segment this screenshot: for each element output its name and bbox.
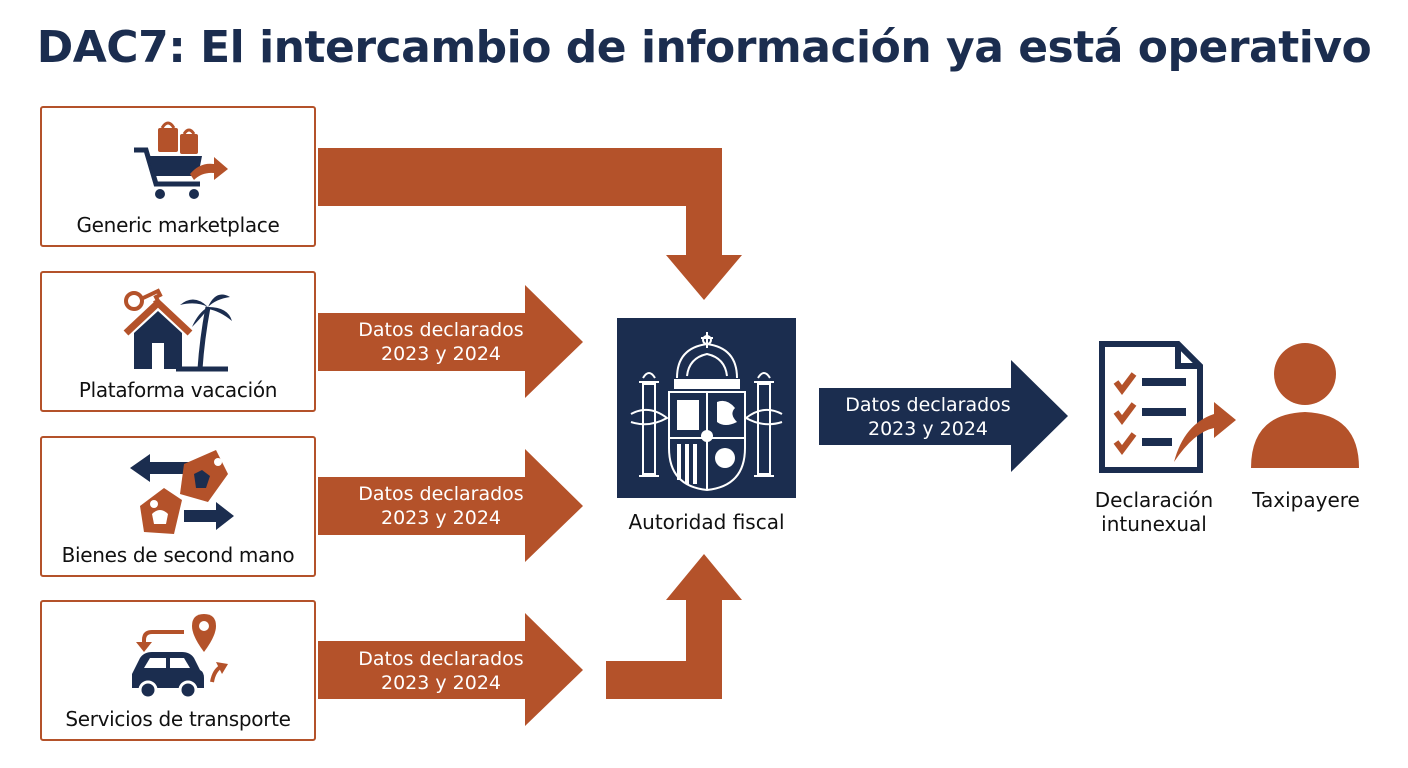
second-hand-tags-icon (130, 444, 240, 548)
declaration-label: Declaración intunexual (1094, 488, 1214, 536)
flow-arrow-authority (819, 360, 1068, 472)
authority-emblem (617, 318, 796, 498)
flow-arrow-vacation (318, 285, 583, 398)
checklist-document-icon (1098, 340, 1238, 480)
source-box-transport: Servicios de transporte (40, 600, 316, 741)
flow-label-authority: Datos declarados 2023 y 2024 (845, 394, 1011, 440)
flow-label-vacation: Datos declarados 2023 y 2024 (358, 319, 524, 365)
flow-label-transport: Datos declarados 2023 y 2024 (358, 648, 524, 694)
source-box-vacation: Plataforma vacación (40, 271, 316, 412)
shopping-cart-icon (130, 114, 230, 218)
flow-label-second-hand: Datos declarados 2023 y 2024 (358, 483, 524, 529)
flow-arrow-marketplace (318, 148, 742, 300)
source-box-second-hand: Bienes de second mano (40, 436, 316, 577)
person-icon (1249, 340, 1361, 474)
source-label: Servicios de transporte (65, 707, 291, 731)
source-label: Plataforma vacación (78, 378, 278, 402)
flow-arrow-second-hand (318, 449, 583, 562)
vacation-home-icon (123, 279, 236, 383)
flow-arrow-up (606, 554, 742, 699)
page-title: DAC7: El intercambio de información ya e… (36, 22, 1372, 73)
flow-arrow-transport (318, 613, 583, 726)
taxpayer-label: Taxipayere (1252, 488, 1360, 512)
source-label: Bienes de second mano (61, 543, 295, 567)
spanish-coat-of-arms-icon (617, 332, 796, 502)
car-transport-icon (130, 608, 240, 712)
source-label: Generic marketplace (76, 213, 280, 237)
source-box-marketplace: Generic marketplace (40, 106, 316, 247)
authority-label: Autoridad fiscal (628, 510, 785, 534)
